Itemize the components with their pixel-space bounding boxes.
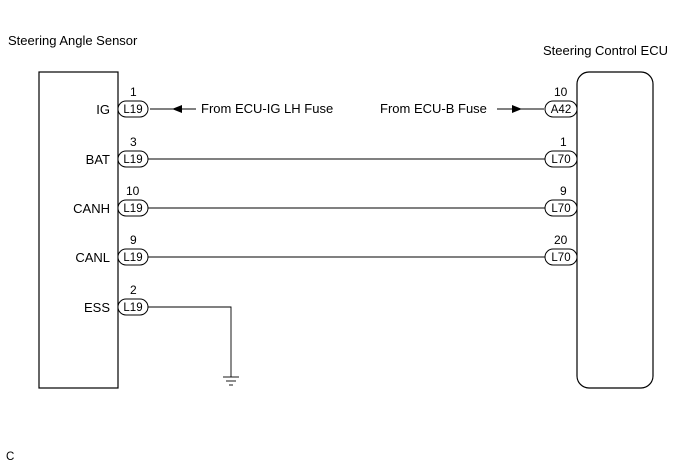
wire-ess-ground [148, 306, 232, 377]
left-component-title: Steering Angle Sensor [8, 33, 138, 48]
left-pin-bat: BAT 3 L19 [86, 135, 149, 168]
pin-name-ig: IG [96, 102, 110, 117]
ig-fuse-label: From ECU-IG LH Fuse [201, 101, 333, 116]
corner-label: C [6, 451, 14, 463]
pin-number-ig: 1 [130, 85, 137, 99]
pin-number: 1 [560, 135, 567, 149]
ground-icon [223, 376, 239, 386]
pin-number-canh: 10 [126, 184, 140, 198]
pin-number: 9 [560, 184, 567, 198]
pin-name-bat: BAT [86, 152, 110, 167]
right-pin-l70-1: 1 L70 [544, 135, 578, 168]
connector-label: L70 [551, 252, 570, 264]
connector-badge [117, 150, 149, 168]
right-pin-l70-9: 9 L70 [544, 184, 578, 217]
right-pin-l70-20: 20 L70 [544, 233, 578, 266]
pin-name-canh: CANH [73, 201, 110, 216]
ig-fuse-arrow-icon [150, 105, 196, 113]
connector-badge [544, 199, 578, 217]
connector-label: L19 [123, 302, 142, 314]
ecu-b-fuse-label: From ECU-B Fuse [380, 101, 487, 116]
connector-label: L19 [123, 203, 142, 215]
left-pin-canl: CANL 9 L19 [75, 233, 149, 266]
right-pin-a42-10: 10 A42 [544, 85, 578, 118]
connector-label: A42 [551, 104, 571, 116]
connector-label: L19 [123, 104, 142, 116]
connector-badge [117, 248, 149, 266]
left-pin-canh: CANH 10 L19 [73, 184, 149, 217]
pin-number-canl: 9 [130, 233, 137, 247]
left-pin-ig: IG 1 L19 [96, 85, 149, 118]
pin-number: 20 [554, 233, 568, 247]
connector-badge [544, 100, 578, 118]
pin-number-ess: 2 [130, 283, 137, 297]
steering-angle-sensor-block [38, 71, 119, 389]
connector-badge [544, 150, 578, 168]
connector-badge [117, 100, 149, 118]
connector-label: L70 [551, 203, 570, 215]
connector-label: L70 [551, 154, 570, 166]
connector-label: L19 [123, 252, 142, 264]
connector-badge [117, 199, 149, 217]
ecu-b-fuse-arrow-icon [497, 105, 544, 113]
connector-badge [117, 298, 149, 316]
left-pin-ess: ESS 2 L19 [84, 283, 149, 316]
right-component-title: Steering Control ECU [543, 43, 668, 58]
connector-label: L19 [123, 154, 142, 166]
pin-number-bat: 3 [130, 135, 137, 149]
steering-control-ecu-block [576, 71, 654, 389]
connector-badge [544, 248, 578, 266]
pin-number: 10 [554, 85, 568, 99]
pin-name-ess: ESS [84, 300, 110, 315]
pin-name-canl: CANL [75, 250, 110, 265]
